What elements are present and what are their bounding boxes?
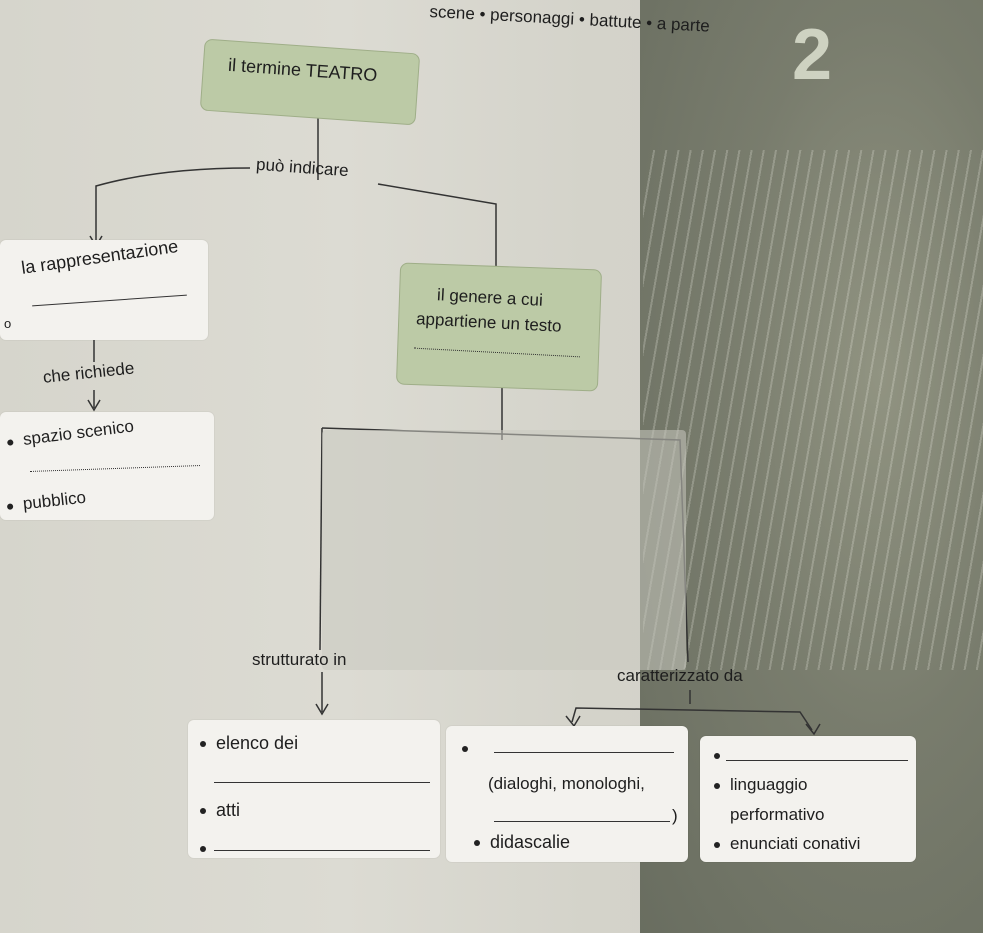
arrow-char-right (805, 723, 821, 736)
dialogue-line-1: (dialoghi, monologhi, (488, 774, 645, 793)
language-bullet-1 (714, 745, 730, 766)
arrow-structured-head (315, 703, 329, 716)
structure-item-3 (200, 838, 216, 859)
representation-box (0, 240, 208, 340)
bullet-icon (6, 502, 14, 510)
chapter-number: 2 (792, 15, 833, 95)
representation-prefix: o (4, 316, 12, 331)
bullet-icon (714, 753, 720, 760)
characterized-label: caratterizzato da (617, 666, 743, 685)
dialogue-blank-2 (494, 821, 670, 822)
root-box (199, 38, 421, 126)
bullet-icon (200, 846, 206, 853)
language-box (700, 736, 916, 862)
structure-blank-2 (214, 850, 430, 851)
grass-texture (643, 150, 983, 670)
middle-panel (322, 430, 686, 670)
requirements-box (0, 412, 214, 520)
bullet-icon (462, 746, 468, 753)
language-line-1: linguaggio (714, 775, 808, 795)
bullet-icon (714, 841, 720, 848)
arrow-requires-head (87, 399, 101, 412)
bullet-icon (6, 438, 14, 446)
language-blank (726, 760, 908, 761)
structure-item-1: elenco dei (200, 733, 298, 754)
line-to-right (377, 183, 497, 276)
line-structured (319, 427, 323, 651)
dialogue-bullet-1 (462, 738, 478, 759)
bullet-icon (200, 741, 206, 748)
structure-blank-1 (214, 782, 430, 783)
structure-box (188, 720, 440, 858)
structure-item-2: atti (200, 800, 240, 821)
dialogue-line-3: didascalie (474, 832, 570, 853)
line-to-left (95, 167, 251, 244)
line-char-split (571, 707, 813, 731)
language-line-2: performativo (730, 805, 825, 824)
bullet-icon (474, 840, 480, 847)
bullet-icon (200, 808, 206, 815)
language-line-3: enunciati conativi (714, 834, 860, 854)
dialogue-box (446, 726, 688, 862)
bullet-icon (714, 782, 720, 789)
dialogue-line-2: ) (672, 806, 678, 825)
structured-label: strutturato in (252, 650, 347, 669)
dialogue-blank-1 (494, 752, 674, 753)
